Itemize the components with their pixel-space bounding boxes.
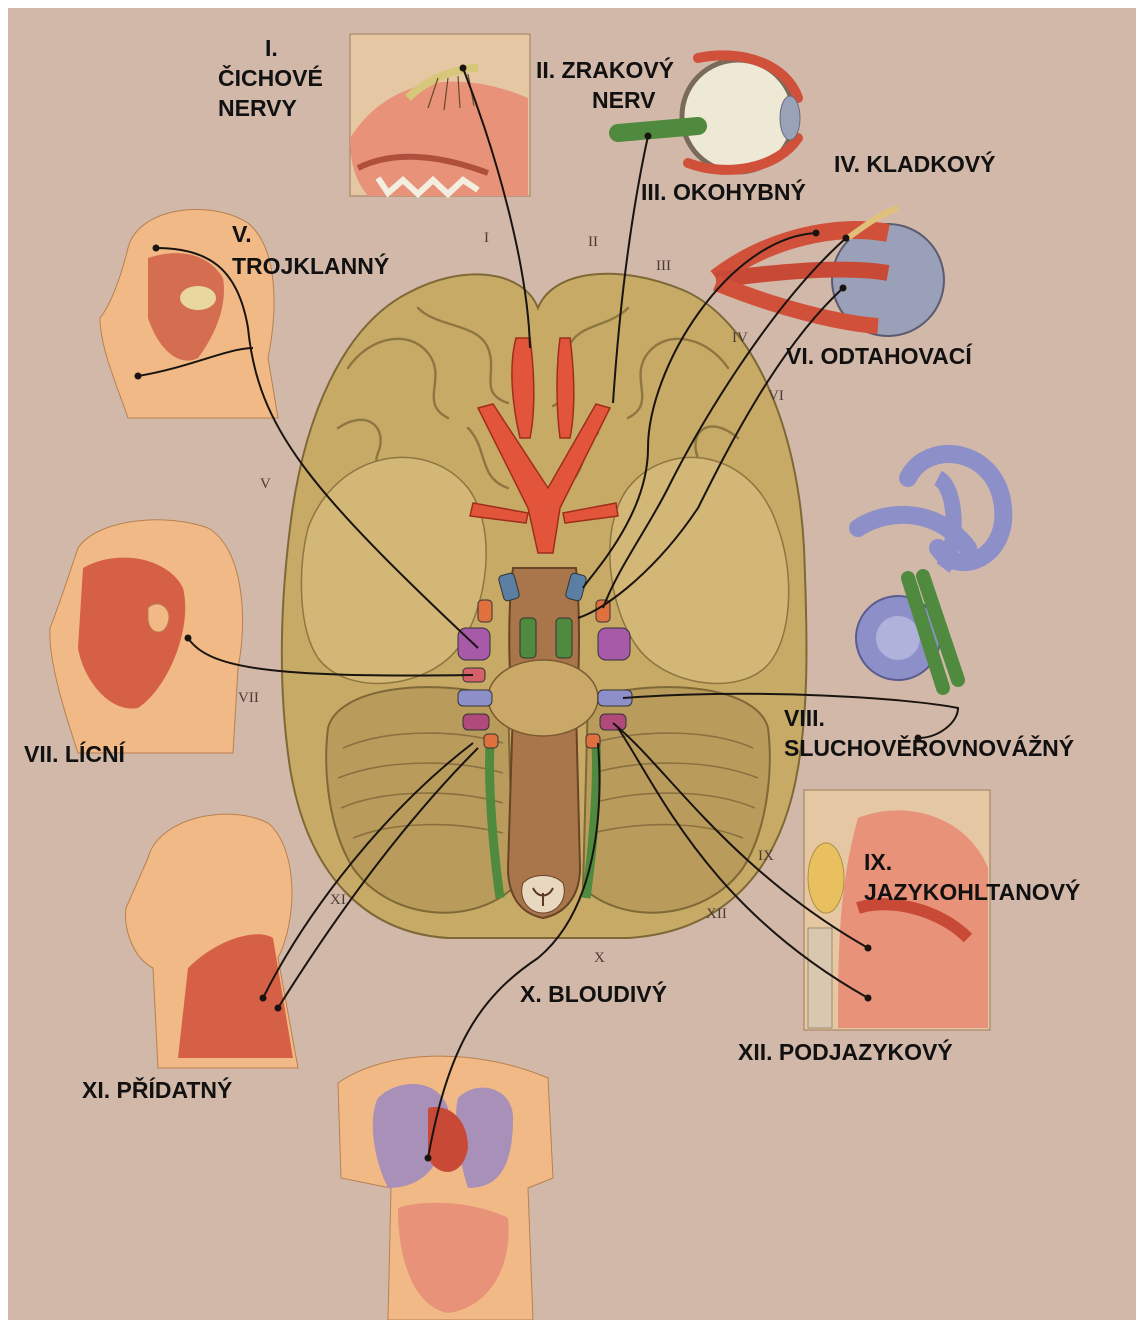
label-trochlear: IV. KLADKOVÝ: [834, 150, 995, 178]
label-hypoglossal: XII. PODJAZYKOVÝ: [738, 1038, 953, 1066]
numeral-xii: XII: [706, 906, 727, 923]
numeral-vii: VII: [238, 690, 259, 707]
numeral-i: I: [484, 230, 489, 247]
label-olfactory-num: I.: [265, 34, 278, 62]
label-facial: VII. LÍCNÍ: [24, 740, 125, 768]
numeral-xi: XI: [330, 892, 346, 909]
accessory-panel: [125, 814, 298, 1068]
throat-panel: [804, 790, 990, 1030]
label-glossopharyngeal-name: JAZYKOHLTANOVÝ: [864, 878, 1080, 906]
numeral-ii: II: [588, 234, 598, 251]
facial-panel: [50, 520, 243, 753]
brain-inferior-view: [282, 274, 807, 938]
numeral-iv: IV: [732, 330, 748, 347]
numeral-v: V: [260, 476, 271, 493]
label-vagus: X. BLOUDIVÝ: [520, 980, 667, 1008]
numeral-x: X: [594, 950, 605, 967]
label-optic-line1: II. ZRAKOVÝ: [536, 56, 674, 84]
eye-muscles-panel: [716, 208, 944, 336]
inner-ear-panel: [856, 454, 1003, 688]
label-optic-line2: NERV: [592, 86, 656, 114]
pons: [488, 660, 598, 736]
cranial-nerves-diagram: I II III IV VI V VII IX XII XI X I. ČICH…: [8, 8, 1136, 1320]
numeral-iii: III: [656, 258, 671, 275]
label-accessory: XI. PŘÍDATNÝ: [82, 1076, 232, 1104]
label-olfactory-line3: NERVY: [218, 94, 297, 122]
label-trigeminal-num: V.: [232, 220, 252, 248]
label-vestibulocochlear-num: VIII.: [784, 704, 825, 732]
label-abducens-text: VI. ODTAHOVACÍ: [786, 342, 972, 370]
label-olfactory-line2: ČICHOVÉ: [218, 64, 323, 92]
diagram-artwork: [8, 8, 1136, 1320]
numeral-ix: IX: [758, 848, 774, 865]
numeral-vi: VI: [768, 388, 784, 405]
label-oculomotor: III. OKOHYBNÝ: [641, 178, 806, 206]
olfactory-panel: [350, 34, 530, 196]
label-trigeminal-name: TROJKLANNÝ: [232, 252, 389, 280]
torso-panel: [338, 1056, 553, 1320]
label-vestibulocochlear-name: SLUCHOVĚROVNOVÁŽNÝ: [784, 734, 1074, 762]
label-glossopharyngeal-num: IX.: [864, 848, 892, 876]
